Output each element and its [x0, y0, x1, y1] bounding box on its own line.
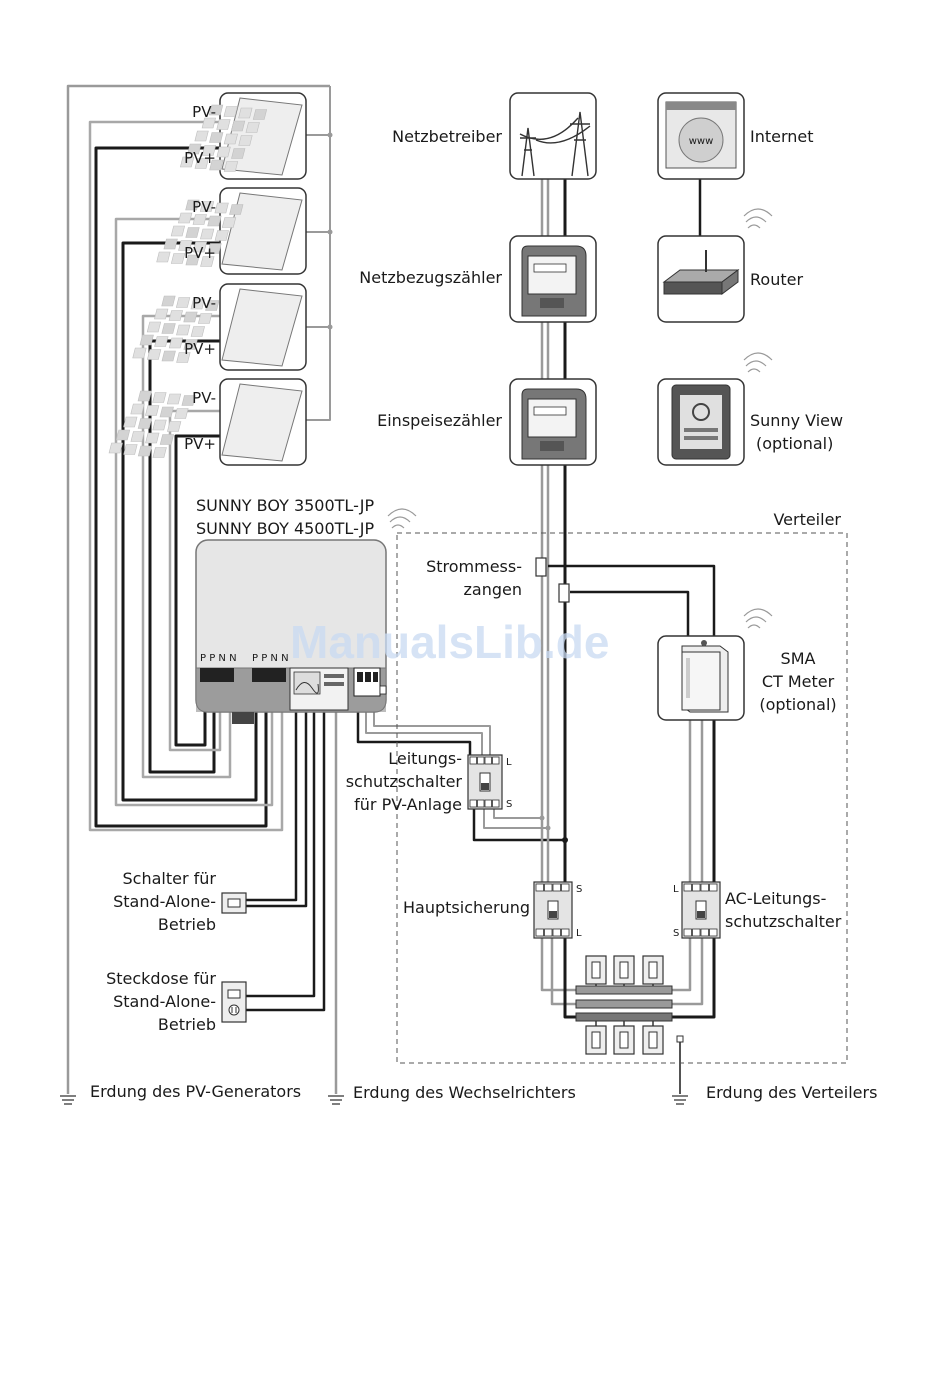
- distributor-label: Verteiler: [773, 510, 841, 529]
- busbars: [575, 985, 673, 1022]
- switch-label-3: Betrieb: [158, 915, 216, 934]
- pv-module-4: PV- PV+: [108, 378, 307, 466]
- stand-alone-switch: [221, 892, 247, 914]
- router-label: Router: [750, 270, 803, 289]
- pv-modules: PV- PV+ PV- PV+ PV- PV+ PV- PV+: [108, 92, 307, 466]
- fuses: [585, 955, 664, 1055]
- fuse-4: [585, 1021, 607, 1055]
- terminal-label: S: [506, 799, 512, 810]
- terminal-label: S: [673, 928, 679, 939]
- terminal-label: L: [673, 884, 679, 895]
- pv-plus-label: PV+: [184, 340, 216, 358]
- www-text: www: [689, 136, 714, 147]
- ground-pv-label: Erdung des PV-Generators: [90, 1082, 301, 1101]
- switch-label-1: Schalter für: [123, 869, 217, 888]
- pv-minus-label: PV-: [192, 198, 216, 216]
- solar-panel-icon: [108, 383, 303, 462]
- current-clamp-2: [558, 583, 570, 603]
- consumption-meter-label: Netzbezugszähler: [359, 268, 502, 287]
- wires: [66, 84, 716, 1094]
- internet-label: Internet: [750, 127, 814, 146]
- fuse-2: [613, 955, 635, 986]
- inverter-terminal-label-2: P P N N: [252, 653, 289, 664]
- sunny-view-label-2: (optional): [756, 434, 833, 453]
- current-clamps-label-2: zangen: [464, 580, 522, 599]
- internet-box: www: [657, 92, 745, 180]
- solar-panel-icon: [156, 192, 303, 271]
- pv-minus-label: PV-: [192, 294, 216, 312]
- fuse-6: [642, 1021, 664, 1055]
- ct-meter-device-icon: [681, 640, 729, 713]
- pv-plus-label: PV+: [184, 149, 216, 167]
- switch-label-2: Stand-Alone-: [113, 892, 216, 911]
- power-pylon-icon: [519, 111, 591, 177]
- pv-breaker-label-1: Leitungs-: [388, 749, 462, 768]
- solar-panel-icon: [179, 97, 303, 176]
- watermark: ManualsLib.de: [290, 616, 609, 668]
- socket-label-2: Stand-Alone-: [113, 992, 216, 1011]
- sunny-view-display-icon: [671, 384, 731, 460]
- pv-breaker-label-3: für PV-Anlage: [354, 795, 462, 814]
- electricity-meter-icon: [521, 388, 587, 460]
- consumption-meter-box: [509, 235, 597, 323]
- current-clamp-1: [535, 557, 547, 577]
- wireless-icon: [743, 608, 773, 629]
- fuse-3: [642, 955, 664, 986]
- router-box: [657, 208, 773, 323]
- pv-minus-label: PV-: [192, 389, 216, 407]
- pv-plus-label: PV+: [184, 244, 216, 262]
- ground-symbols: [60, 1095, 688, 1105]
- wireless-icon: [743, 352, 773, 373]
- inverter: P P N N P P N N: [195, 508, 417, 724]
- pv-module-2: PV- PV+: [156, 187, 307, 275]
- pv-line-breaker: LS: [467, 754, 512, 810]
- current-clamps-label-1: Strommess-: [426, 557, 522, 576]
- fuse-5: [613, 1021, 635, 1055]
- terminal-label: L: [506, 757, 512, 768]
- ground-distributor-label: Erdung des Verteilers: [706, 1083, 877, 1102]
- terminal-label: L: [576, 928, 582, 939]
- pv-module-1: PV- PV+: [179, 92, 307, 180]
- fuse-1: [585, 955, 607, 986]
- ac-breaker-label-2: schutzschalter: [725, 912, 842, 931]
- sunny-view-box: [657, 352, 773, 466]
- feed-in-meter-box: [509, 378, 597, 466]
- inverter-model-2: SUNNY BOY 4500TL-JP: [196, 519, 374, 538]
- socket-label-1: Steckdose für: [106, 969, 216, 988]
- inverter-terminal-label-1: P P N N: [200, 653, 237, 664]
- pv-minus-label: PV-: [192, 103, 216, 121]
- wireless-icon: [743, 208, 773, 229]
- socket-label-3: Betrieb: [158, 1015, 216, 1034]
- ac-breaker-label-1: AC-Leitungs-: [725, 889, 826, 908]
- pv-module-3: PV- PV+: [132, 283, 307, 371]
- ct-meter-label-3: (optional): [759, 695, 836, 714]
- electricity-meter-icon: [521, 245, 587, 317]
- ct-meter-label-1: SMA: [781, 649, 816, 668]
- stand-alone-socket: [221, 981, 247, 1023]
- distributor-boundary: [396, 532, 848, 1064]
- terminal-label: S: [576, 884, 582, 895]
- main-fuse-label: Hauptsicherung: [403, 898, 530, 917]
- sunny-view-label-1: Sunny View: [750, 411, 843, 430]
- router-icon: [662, 250, 740, 295]
- ct-meter-box: [657, 608, 773, 721]
- ground-inverter-label: Erdung des Wechselrichters: [353, 1083, 576, 1102]
- solar-panel-icon: [132, 288, 303, 367]
- inverter-model-1: SUNNY BOY 3500TL-JP: [196, 496, 374, 515]
- ct-meter-label-2: CT Meter: [762, 672, 835, 691]
- pv-plus-label: PV+: [184, 435, 216, 453]
- grid-operator-box: [509, 92, 597, 180]
- grid-operator-label: Netzbetreiber: [392, 127, 502, 146]
- pv-breaker-label-2: schutzschalter: [346, 772, 463, 791]
- main-fuse-breaker: SL: [533, 881, 582, 939]
- ac-line-breaker: LS: [673, 881, 721, 939]
- wireless-icon: [387, 508, 417, 529]
- feed-in-meter-label: Einspeisezähler: [377, 411, 502, 430]
